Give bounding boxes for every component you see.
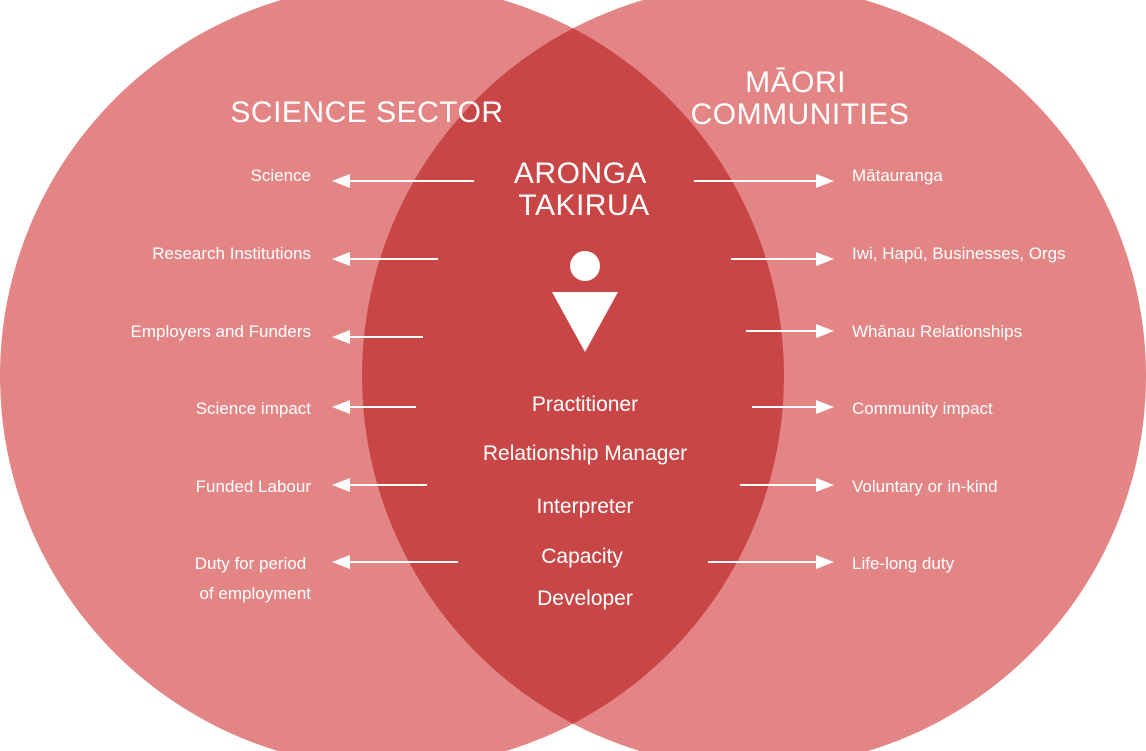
arrow-left-icon xyxy=(332,330,423,344)
role-interpreter: Interpreter xyxy=(537,495,634,518)
maori-title-line-1: MĀORI xyxy=(745,66,846,99)
maori-communities-title: MĀORI COMMUNITIES xyxy=(691,66,910,131)
arrow-left-icon xyxy=(332,252,438,266)
science-item: Employers and Funders xyxy=(131,322,311,341)
center-title-line-2: TAKIRUA xyxy=(518,189,649,222)
person-body xyxy=(552,292,618,352)
maori-item: Whānau Relationships xyxy=(852,322,1022,341)
arrow-right-icon xyxy=(740,478,834,492)
maori-item: Iwi, Hapū, Businesses, Orgs xyxy=(852,244,1066,263)
science-item: Science xyxy=(251,166,311,185)
science-item: Funded Labour xyxy=(196,477,312,496)
maori-item: Community impact xyxy=(852,399,993,418)
arrow-right-icon xyxy=(731,252,834,266)
role-practitioner: Practitioner xyxy=(532,393,638,416)
science-item-line-2: of employment xyxy=(200,584,312,603)
role-capacity-line-1: Capacity xyxy=(541,545,623,568)
person-icon xyxy=(552,251,618,352)
arrow-right-icon xyxy=(746,324,834,338)
overlap-region xyxy=(362,0,784,751)
maori-title-line-2: COMMUNITIES xyxy=(691,98,910,131)
left-arrows xyxy=(332,174,474,569)
arrow-left-icon xyxy=(332,555,458,569)
arrow-left-icon xyxy=(332,174,474,188)
maori-item: Mātauranga xyxy=(852,166,943,185)
science-item: Duty for period of employment xyxy=(195,554,312,603)
science-item: Research Institutions xyxy=(152,244,311,263)
arrow-right-icon xyxy=(694,174,834,188)
person-head xyxy=(570,251,600,281)
role-capacity-line-2: Developer xyxy=(537,587,633,610)
role-relationship-manager: Relationship Manager xyxy=(483,442,687,465)
maori-item: Life-long duty xyxy=(852,554,955,573)
science-items: Science Research Institutions Employers … xyxy=(131,166,312,603)
arrow-left-icon xyxy=(332,400,416,414)
arrow-left-icon xyxy=(332,478,427,492)
science-item-line-1: Duty for period xyxy=(195,554,307,573)
aronga-takirua-title: ARONGA TAKIRUA xyxy=(514,157,654,222)
right-arrows xyxy=(694,174,834,569)
arrow-right-icon xyxy=(708,555,834,569)
role-capacity-developer: Capacity Developer xyxy=(537,545,633,610)
center-title-line-1: ARONGA xyxy=(514,157,647,190)
maori-items: Mātauranga Iwi, Hapū, Businesses, Orgs W… xyxy=(852,166,1066,573)
science-item: Science impact xyxy=(196,399,312,418)
science-sector-title: SCIENCE SECTOR xyxy=(230,96,503,129)
arrow-right-icon xyxy=(752,400,834,414)
maori-item: Voluntary or in-kind xyxy=(852,477,998,496)
